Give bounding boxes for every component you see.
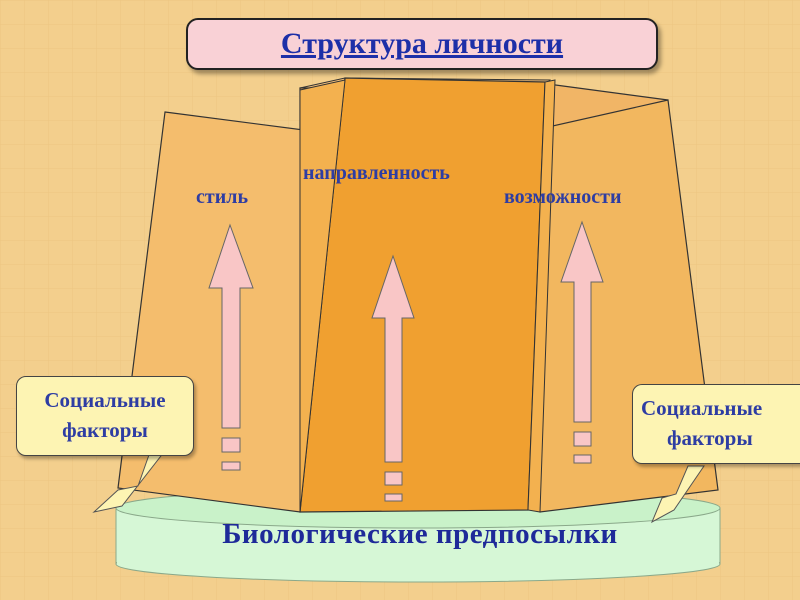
arrow-style	[208, 223, 254, 471]
panel-direction-right-edge	[527, 79, 556, 513]
social-right-line2: факторы	[667, 426, 753, 450]
panel-direction-edge	[299, 79, 346, 513]
biological-prerequisites-label: Биологические предпосылки	[222, 518, 618, 550]
title-box: Структура личности	[186, 18, 658, 70]
page-title: Структура личности	[280, 27, 564, 60]
social-left-line2: факторы	[62, 418, 148, 442]
arrow-direction	[371, 254, 415, 502]
label-style: стиль	[196, 186, 249, 208]
social-factors-right: Социальные факторы	[632, 384, 800, 464]
social-right-line1: Социальные	[641, 396, 763, 420]
arrow-abilities	[560, 220, 604, 464]
label-direction: направленность	[303, 162, 450, 184]
label-abilities: возможности	[504, 186, 622, 208]
social-right-pointer	[650, 465, 705, 524]
social-left-line1: Социальные	[44, 388, 166, 412]
social-factors-left: Социальные факторы	[16, 376, 194, 456]
